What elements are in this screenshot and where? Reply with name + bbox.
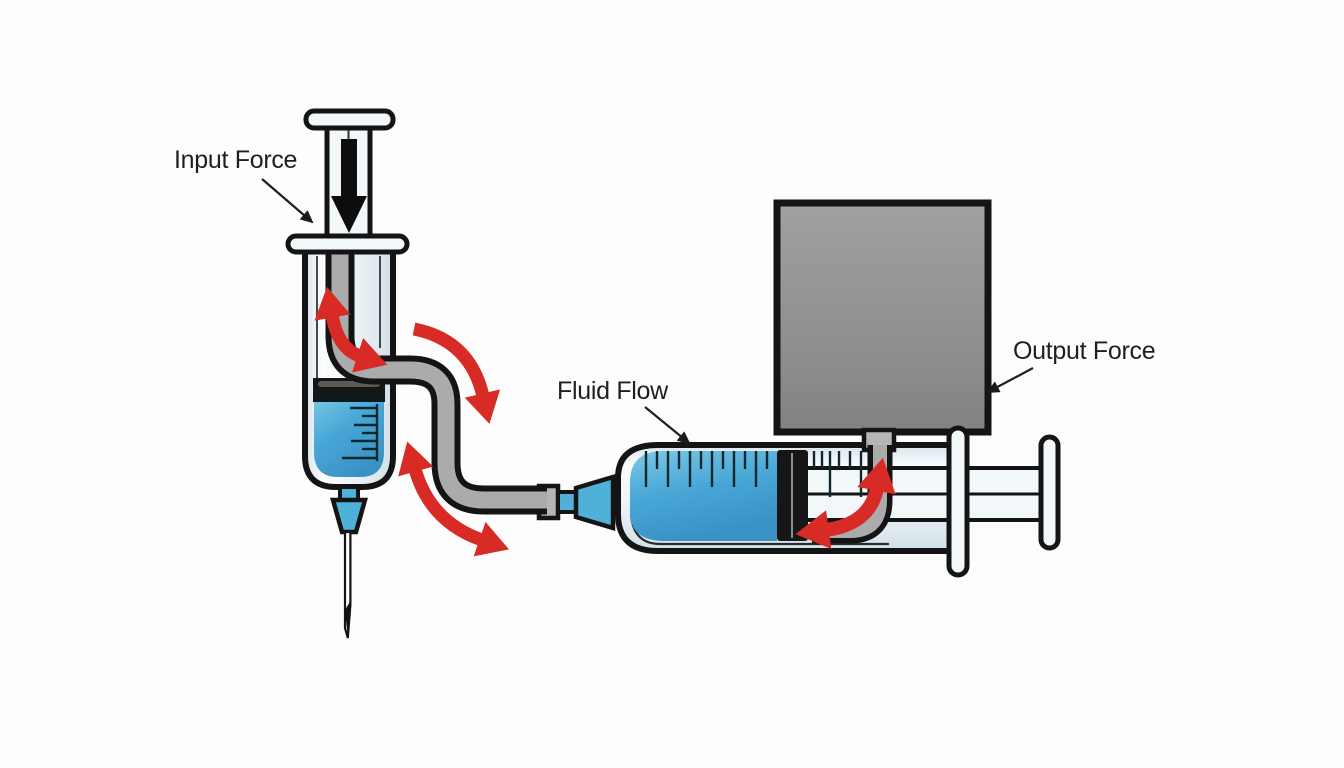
input-force-pointer (261, 178, 314, 224)
output-syringe (536, 425, 1061, 578)
fluid-flow-pointer (644, 406, 691, 445)
load-block (773, 199, 992, 436)
input-seal-shadow (313, 397, 385, 402)
output-tip-stub (556, 490, 578, 514)
input-force-label: Input Force (174, 146, 297, 174)
output-tip-cone (573, 473, 616, 532)
input-graduations (342, 404, 379, 461)
output-barrel-flange (946, 425, 970, 578)
load-block-body (773, 199, 992, 436)
flow-arrow-output (795, 457, 896, 550)
flow-arrow-lower-bend (398, 441, 510, 557)
input-finger-flange (285, 233, 410, 255)
output-fluid (630, 451, 777, 541)
input-thumb-cap (303, 108, 396, 131)
flow-arrow-in-syringe (314, 286, 388, 373)
output-thumb-rest (1038, 434, 1061, 551)
output-force-pointer (986, 367, 1034, 393)
input-syringe (285, 108, 547, 639)
flow-arrow-upper-bend (412, 322, 501, 424)
fluid-flow-label: Fluid Flow (557, 377, 669, 405)
input-fluid (314, 399, 384, 477)
flow-arrows (314, 286, 896, 557)
input-nozzle-cone (330, 497, 368, 535)
input-force-arrow (331, 139, 367, 233)
needle-bevel (345, 601, 351, 635)
output-force-label: Output Force (1013, 337, 1155, 365)
labels: Input Force Fluid Flow Output Force (174, 146, 1156, 445)
